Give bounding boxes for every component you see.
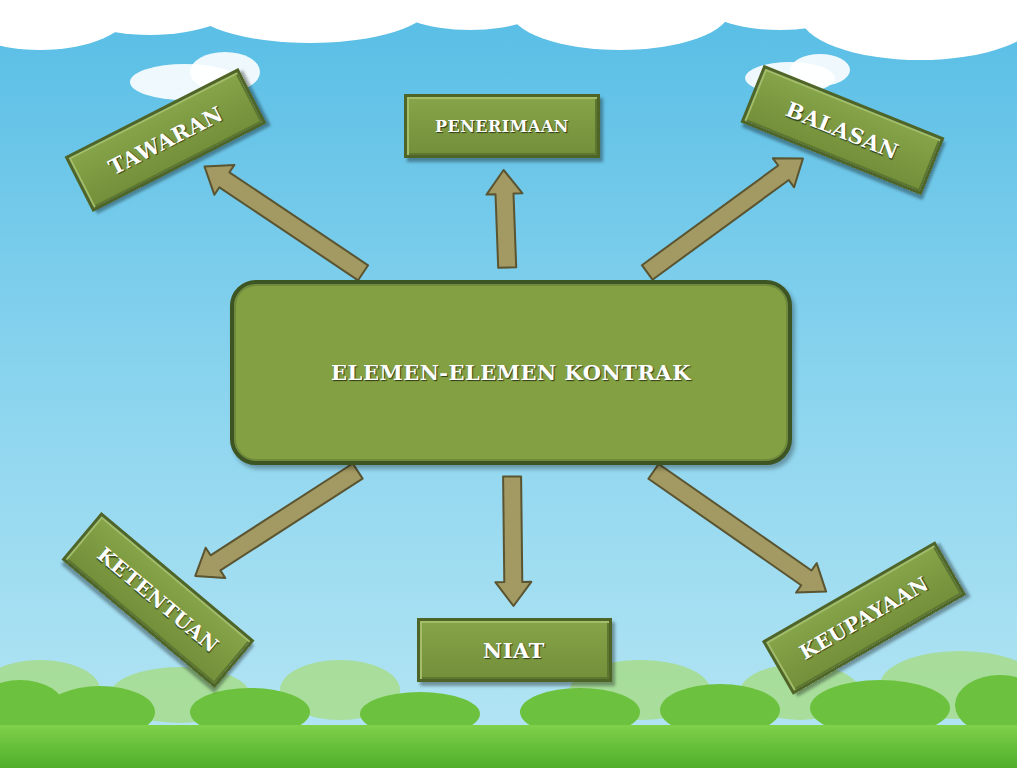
node-label: ELEMEN-ELEMEN KONTRAK (331, 360, 691, 385)
block-arrow (642, 158, 803, 279)
node-label: PENERIMAAN (435, 117, 569, 136)
block-arrow (648, 464, 826, 593)
acceptance-box: PENERIMAAN (404, 94, 600, 158)
intention-box: NIAT (417, 618, 612, 682)
block-arrow (205, 165, 369, 280)
block-arrow (495, 476, 531, 606)
block-arrow (195, 464, 362, 579)
central-box: ELEMEN-ELEMEN KONTRAK (230, 280, 792, 465)
clouds (0, 0, 1017, 100)
node-label: NIAT (483, 638, 545, 663)
block-arrow (487, 170, 523, 268)
